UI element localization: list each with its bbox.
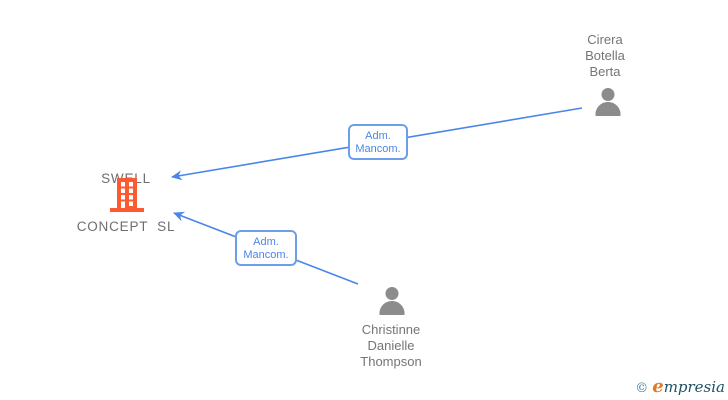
person-name-line: Thompson xyxy=(360,354,422,369)
person-name-line: Danielle xyxy=(367,338,415,353)
relationship-label-line: Adm. xyxy=(365,130,391,142)
brand-rest: mpresia xyxy=(663,378,725,396)
person-name-cirera[interactable]: Cirera Botella Berta xyxy=(545,32,665,80)
brand-name: empresia xyxy=(652,376,725,397)
copyright-icon: © xyxy=(635,381,649,396)
relationship-label-cirera[interactable]: Adm. Mancom. xyxy=(348,124,408,160)
brand-initial: e xyxy=(652,376,664,397)
person-name-line: Berta xyxy=(589,64,621,79)
person-name-line: Botella xyxy=(585,48,625,63)
relationship-label-christinne[interactable]: Adm. Mancom. xyxy=(235,230,297,266)
person-name-christinne[interactable]: Christinne Danielle Thompson xyxy=(331,322,451,370)
company-name-line2: CONCEPT SL xyxy=(76,219,176,234)
company-building-icon[interactable] xyxy=(108,176,146,214)
person-name-line: Cirera xyxy=(587,32,623,47)
relationship-label-line: Mancom. xyxy=(243,249,289,261)
person-name-line: Christinne xyxy=(361,322,421,337)
relationship-label-line: Adm. xyxy=(253,236,279,248)
person-icon-christinne[interactable] xyxy=(375,286,409,316)
relationship-label-line: Mancom. xyxy=(355,143,401,155)
empresia-logo[interactable]: © empresia xyxy=(635,376,725,397)
person-icon-cirera[interactable] xyxy=(591,87,625,117)
